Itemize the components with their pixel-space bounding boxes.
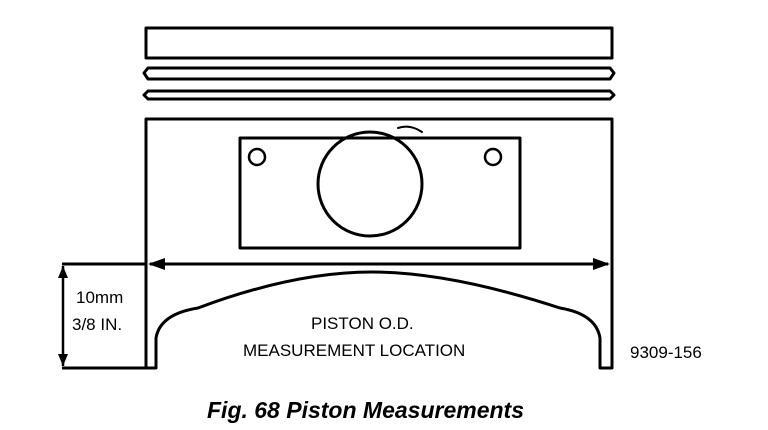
- left-boss-hole: [247, 147, 267, 167]
- location-label-line1: PISTON O.D.: [311, 314, 414, 333]
- location-label-line2: MEASUREMENT LOCATION: [243, 341, 465, 360]
- measure-mm-label: 10mm: [76, 288, 123, 307]
- height-dimension: [58, 262, 146, 370]
- piston-skirt: [144, 117, 614, 370]
- top-ring-land: [144, 26, 614, 60]
- pin-boss-plate: [238, 136, 522, 250]
- figure-code: 9309-156: [630, 343, 702, 362]
- pin-boss-curve: [397, 125, 423, 133]
- measure-inch-label: 3/8 IN.: [72, 315, 122, 334]
- wrist-pin: [316, 130, 424, 238]
- compression-ring: [142, 66, 616, 81]
- figure-caption: Fig. 68 Piston Measurements: [207, 397, 524, 423]
- right-boss-hole: [483, 147, 503, 167]
- od-measurement-arrow: [148, 258, 610, 270]
- oil-ring: [142, 89, 616, 101]
